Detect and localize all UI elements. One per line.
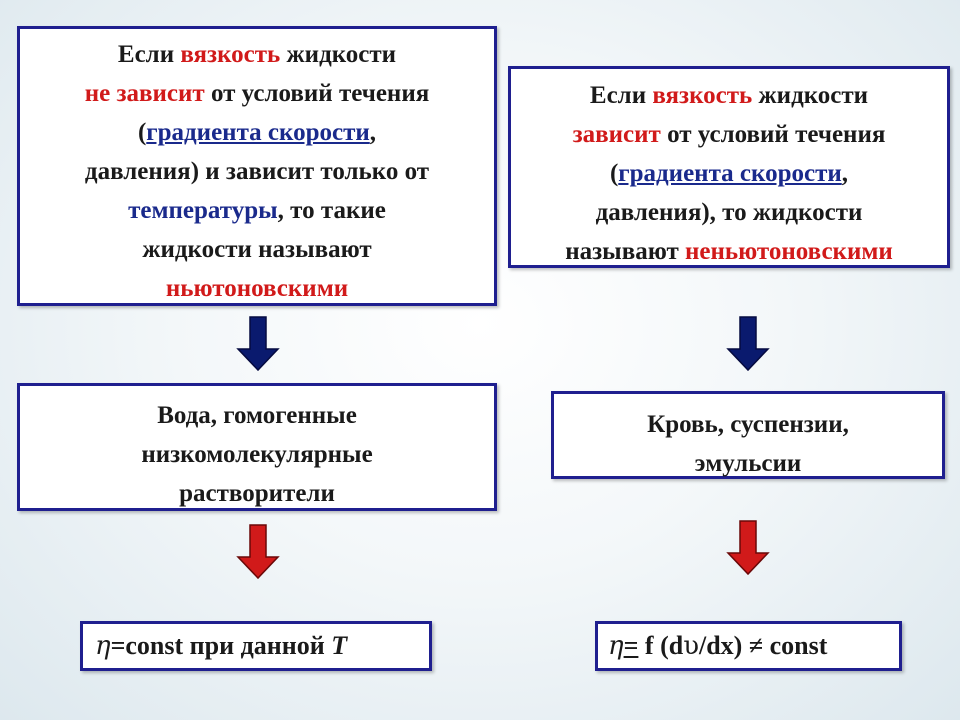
text: ( xyxy=(137,119,147,146)
text: , xyxy=(841,160,849,187)
line-1: Кровь, суспензии, xyxy=(647,411,849,438)
line-2: не зависит от условий течения xyxy=(20,74,494,113)
line-1: Если вязкость жидкости xyxy=(511,76,947,115)
line-2: эмульсии xyxy=(694,450,802,477)
highlight-temperature: температуры xyxy=(128,197,278,224)
newtonian-formula-box: η=const при данной T xyxy=(80,621,432,671)
equals-sign: = xyxy=(623,631,639,660)
line-1: Если вязкость жидкости xyxy=(20,35,494,74)
temperature-symbol: T xyxy=(331,631,348,660)
line-2: зависит от условий течения xyxy=(511,115,947,154)
highlight-viscosity: вязкость xyxy=(652,82,753,109)
line-4: давления), то жидкости xyxy=(595,199,863,226)
text: жидкости xyxy=(752,82,869,109)
line-2: низкомолекулярные xyxy=(141,441,373,468)
not-equal-sign: ≠ xyxy=(748,631,764,660)
line-3: (градиента скорости, xyxy=(511,154,947,193)
line-1: Вода, гомогенные xyxy=(157,402,357,429)
text: от условий течения xyxy=(204,80,430,107)
text: от условий течения xyxy=(660,121,886,148)
highlight-viscosity: вязкость xyxy=(180,41,281,68)
eta-symbol: η xyxy=(95,631,111,661)
text: жидкости xyxy=(280,41,397,68)
formula-text: /dx) xyxy=(699,631,749,660)
text: Если xyxy=(117,41,181,68)
line-5: называют неньютоновскими xyxy=(511,232,947,271)
line-5: температуры, то такие xyxy=(20,191,494,230)
arrow-down-icon xyxy=(726,520,770,576)
arrow-down-icon xyxy=(236,524,280,580)
non-newtonian-formula-box: η= f (dυ/dx) ≠ const xyxy=(595,621,902,671)
newtonian-examples-box: Вода, гомогенные низкомолекулярные раств… xyxy=(17,383,497,511)
upsilon-symbol: υ xyxy=(683,631,699,661)
formula-text: const xyxy=(763,631,828,660)
non-newtonian-definition-box: Если вязкость жидкости зависит от услови… xyxy=(508,66,950,268)
line-3: (градиента скорости, xyxy=(20,113,494,152)
text: , xyxy=(369,119,377,146)
highlight-not-depends: не зависит xyxy=(84,80,205,107)
line-4: давления) и зависит только от xyxy=(84,158,430,185)
highlight-non-newtonian: неньютоновскими xyxy=(685,238,893,265)
highlight-gradient: градиента скорости xyxy=(146,119,370,146)
newtonian-definition-box: Если вязкость жидкости не зависит от усл… xyxy=(17,26,497,306)
highlight-newtonian: ньютоновскими xyxy=(165,275,349,302)
text: , то такие xyxy=(277,197,386,224)
arrow-down-icon xyxy=(236,316,280,372)
formula-text: =const при данной xyxy=(110,631,332,660)
line-6: жидкости называют xyxy=(142,236,372,263)
highlight-depends: зависит xyxy=(572,121,661,148)
line-3: растворители xyxy=(179,480,335,507)
text: Если xyxy=(589,82,653,109)
text: называют xyxy=(565,238,685,265)
text: ( xyxy=(609,160,619,187)
formula-text: f (d xyxy=(638,631,684,660)
eta-symbol: η xyxy=(608,631,624,661)
arrow-down-icon xyxy=(726,316,770,372)
highlight-gradient: градиента скорости xyxy=(618,160,842,187)
non-newtonian-examples-box: Кровь, суспензии, эмульсии xyxy=(551,391,945,479)
